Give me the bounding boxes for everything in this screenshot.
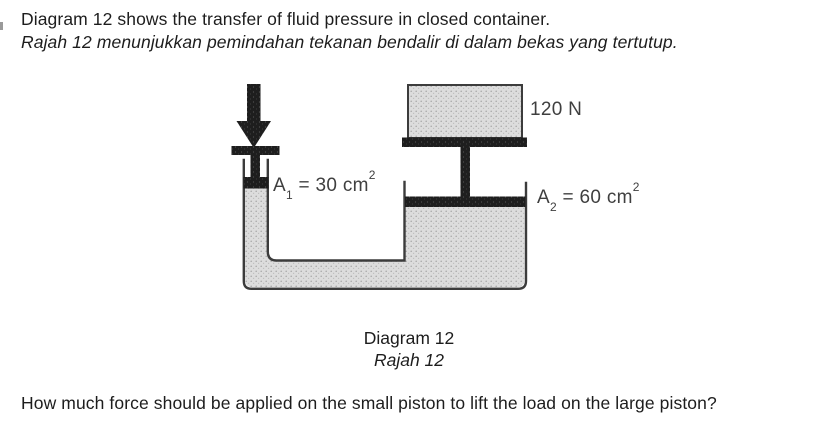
small-piston: [243, 177, 269, 189]
container-inner-wall: [266, 158, 406, 262]
area2-base: A: [537, 187, 550, 208]
intro-line-english: Diagram 12 shows the transfer of fluid p…: [21, 9, 551, 29]
area1-superscript: 2: [368, 167, 376, 182]
area2-superscript: 2: [632, 179, 640, 194]
small-piston-area-label: A1 = 30 cm2: [273, 169, 376, 201]
large-piston-rod: [460, 147, 470, 199]
question-text: How much force should be applied on the …: [21, 393, 717, 413]
area2-subscript: 2: [549, 199, 557, 214]
large-piston: [405, 196, 526, 207]
container-outer-wall: [242, 158, 528, 290]
large-piston-platform: [402, 137, 527, 147]
area1-value: = 30 cm: [292, 175, 369, 196]
small-piston-handle-plate: [231, 146, 280, 155]
area1-base: A: [273, 175, 286, 196]
area1-subscript: 1: [285, 187, 293, 202]
figure-caption: Diagram 12 Rajah 12: [0, 327, 818, 371]
down-arrow-icon: [236, 84, 271, 148]
caption-line-english: Diagram 12: [363, 328, 455, 348]
caption-line-malay: Rajah 12: [373, 350, 445, 370]
fluid-region: [245, 188, 525, 288]
scan-edge-artifact: [0, 22, 3, 30]
question-intro: Diagram 12 shows the transfer of fluid p…: [21, 8, 811, 54]
small-piston-rod: [250, 155, 260, 180]
load-block: [407, 84, 523, 139]
load-force-label: 120 N: [530, 99, 583, 120]
large-piston-area-label: A2 = 60 cm2: [537, 181, 640, 213]
intro-line-malay: Rajah 12 menunjukkan pemindahan tekanan …: [21, 32, 678, 52]
area2-value: = 60 cm: [556, 187, 633, 208]
